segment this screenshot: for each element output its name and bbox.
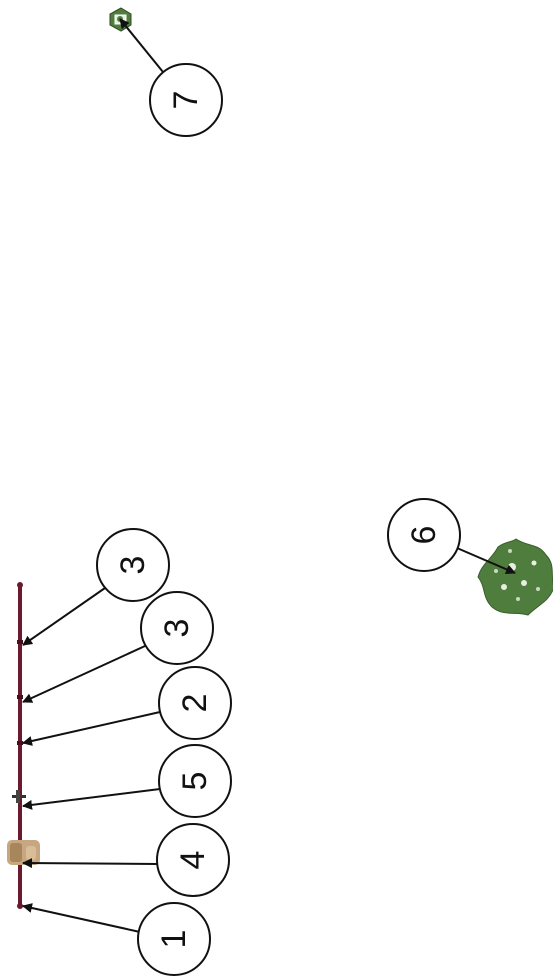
leader-lines (22, 18, 516, 933)
leader-5 (22, 788, 161, 810)
callout-1: 1 (137, 902, 211, 976)
leader-7 (119, 18, 164, 73)
cork-pad (7, 840, 40, 865)
rod-joint-2 (17, 695, 23, 699)
callout-label: 3 (158, 619, 196, 638)
rod-end-bottom (17, 903, 23, 909)
felt-disc (477, 538, 553, 616)
leader-3a (22, 645, 146, 703)
callout-2: 2 (158, 666, 232, 740)
callout-label: 1 (155, 930, 193, 949)
callout-3a: 3 (140, 591, 214, 665)
callout-5: 5 (158, 744, 232, 818)
callout-label: 3 (114, 556, 152, 575)
rod-assembly (7, 582, 40, 909)
callout-3b: 3 (96, 528, 170, 602)
callout-4: 4 (156, 823, 230, 897)
callout-label: 2 (176, 694, 214, 713)
leader-2 (22, 711, 161, 746)
leader-6 (456, 547, 516, 575)
rod (18, 585, 22, 907)
leader-3b (22, 587, 106, 646)
leader-4 (22, 858, 159, 869)
callout-label: 5 (176, 772, 214, 791)
rod-screw (12, 790, 26, 803)
callout-6: 6 (387, 498, 461, 572)
callout-label: 6 (405, 526, 443, 545)
rod-joint-3 (17, 741, 23, 745)
rod-joint-1 (17, 640, 23, 644)
callout-label: 4 (174, 851, 212, 870)
callout-label: 7 (167, 91, 205, 110)
leader-1 (22, 903, 141, 933)
rod-end-top (17, 582, 23, 588)
callout-7: 7 (149, 63, 223, 137)
